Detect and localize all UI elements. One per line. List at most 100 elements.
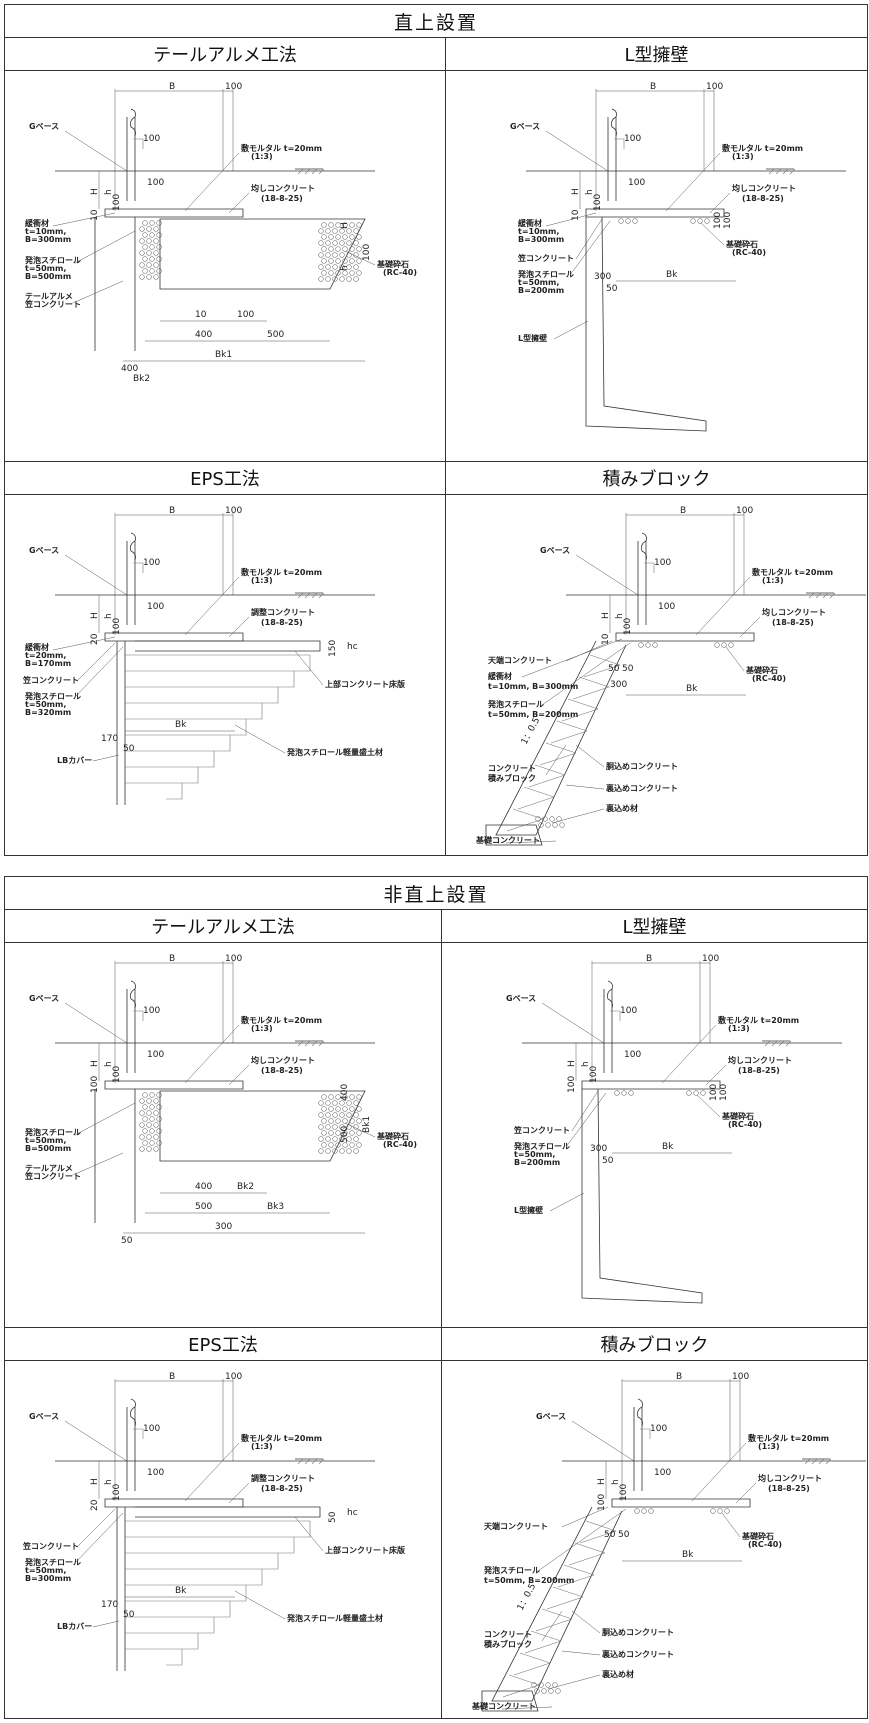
gravel-circle [318,1124,324,1130]
dimension-label-h: H [571,188,581,195]
dimension-label-h: h [104,1061,114,1067]
eps-cell [632,218,638,224]
gravel-circle [356,1130,362,1136]
dimension-label: hc [347,1508,358,1518]
gravel-circle [342,1118,348,1124]
block-joint [539,752,577,766]
dimension-label: 150 [328,640,338,657]
leader-line [294,1516,324,1552]
block-joint [508,1674,540,1686]
gravel-circle [335,234,341,240]
gravel-circle [349,1106,355,1112]
gravel-circle [339,1124,345,1130]
leader-line [294,650,324,686]
eps-cell [146,238,152,244]
ground-hatch [825,1458,832,1465]
dimension-label-b: B [169,954,175,964]
dimension-label: 100 [147,1468,164,1478]
dimension-label-h: H [597,1478,607,1485]
block-joint [519,1652,551,1664]
ground-hatch [822,592,829,599]
gravel-circle [342,246,348,252]
gravel-circle [318,276,324,282]
label-eps-spec: t=50mm, [518,278,559,287]
label-mortar-ratio: (1:3) [251,1442,273,1451]
dimension-label: 100 [237,310,254,320]
label-buffer: 緩衝材 [25,218,49,228]
ground-hatch [304,592,311,599]
gravel-circle [356,258,362,264]
eps-cell [149,1128,155,1134]
gravel-circle [321,258,327,264]
label-g-base: Gベース [536,1412,566,1421]
ground-hatch [297,1040,304,1047]
dimension-label: 100 [143,558,160,568]
gravel-circle [346,1100,352,1106]
gravel-circle [353,228,359,234]
label-mortar-ratio: (1:3) [732,152,754,161]
leader-line [551,808,605,824]
gravel-circle [339,1136,345,1142]
gravel-circle [349,1118,355,1124]
gravel-circle [700,1090,706,1096]
dimension-label: 100 [706,82,723,92]
eps-cell [139,262,145,268]
gravel-circle [349,222,355,228]
leader-line [661,1024,717,1084]
gravel-circle [339,240,345,246]
label-eps: 発泡スチロール [483,1565,540,1575]
label-g-base: Gベース [506,994,536,1003]
eps-cell [146,250,152,256]
dimension-label: Bk [662,1142,674,1152]
gravel-circle [325,1100,331,1106]
label-eps: 発泡スチロール [517,269,574,279]
gravel-circle [321,1142,327,1148]
eps-cell [156,256,162,262]
gravel-circle [721,642,727,648]
label-base-gravel: 基礎砕石 [741,1531,774,1541]
dimension-label-h: h [104,1479,114,1485]
block-joint [530,1630,562,1642]
gravel-circle [339,228,345,234]
eps-cell [139,1134,145,1140]
block-wall-slope [491,1506,623,1702]
label-eps: 発泡スチロール [487,699,544,709]
l-shaped-wall [581,1088,703,1304]
eps-cell [139,1122,145,1128]
block-wall-slope [495,640,627,836]
eps-cell [156,1116,162,1122]
panel-title: L型擁壁 [446,38,867,71]
label-eps-fill: 発泡スチロール軽量盛土材 [286,747,383,757]
label-leveling-concrete: 均しコンクリート [251,183,315,193]
foundation-block [159,218,366,290]
backfill-material [548,1688,554,1694]
dimension-label-h: h [611,1479,621,1485]
dimension-label: 100 [713,212,723,229]
leader-line [565,1092,607,1148]
leader-line [575,554,639,596]
gravel-circle [356,1142,362,1148]
dimension-label: 400 [195,1182,212,1192]
gravel-circle [321,1106,327,1112]
eps-cell [142,1104,148,1110]
label-buffer: 緩衝材 [25,642,49,652]
label-eps-spec: B=200mm [518,286,564,295]
label-base-gravel-spec: (RC-40) [383,1140,417,1149]
label-l-wall: L型擁壁 [518,333,547,343]
ground-hatch [311,168,318,175]
gravel-circle [332,1148,338,1154]
gravel-circle [349,234,355,240]
ground-hatch [318,1458,325,1465]
label-cap-concrete: 笠コンクリート [24,1171,81,1181]
dimension-label: 50 [622,664,634,674]
leader-line [691,1442,747,1502]
gravel-circle [724,1508,730,1514]
dimension-label: 170 [101,1600,118,1610]
label-leveling-spec: (18-8-25) [768,1484,810,1493]
eps-cell [146,1098,152,1104]
label-cap-concrete: 笠コンクリート [513,1125,570,1135]
gravel-circle [328,246,334,252]
label-upper-slab: 上部コンクリート床版 [325,1545,405,1555]
